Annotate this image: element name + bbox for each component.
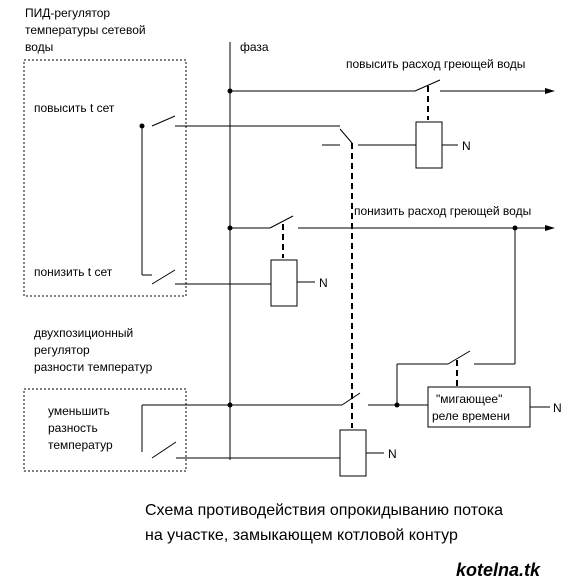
phase-label: фаза <box>240 40 269 54</box>
timer-relay-label-line2: реле времени <box>432 409 510 423</box>
lower-flow-relay-coil <box>270 259 298 307</box>
raise-t-label: повысить t сет <box>34 101 115 115</box>
site-label: kotelna.tk <box>456 560 541 580</box>
diff-relay-n-label: N <box>388 447 397 461</box>
timer-relay-box <box>427 386 531 428</box>
lower-flow-arrow <box>545 225 555 231</box>
pid-regulator-title-line3: воды <box>25 40 53 54</box>
caption-line2: на участке, замыкающем котловой контур <box>145 527 458 544</box>
timer-relay-label-line1: "мигающее" <box>436 392 502 406</box>
raise-relay-n-label: N <box>462 139 471 153</box>
raise-flow-arrow <box>545 88 555 94</box>
lower-flow-circuit <box>230 215 545 229</box>
pid-regulator-box <box>23 59 187 297</box>
timer-circuit <box>230 228 550 408</box>
changeover-contact <box>230 125 416 146</box>
twopos-contacts <box>141 404 340 459</box>
twopos-title-line1: двухпозиционный <box>34 326 133 340</box>
twopos-title-line3: разности температур <box>34 360 153 374</box>
twopos-title-line2: регулятор <box>34 343 90 357</box>
lower-flow-label: понизить расход греющей воды <box>354 204 531 218</box>
pid-contact-node <box>139 123 145 129</box>
raise-flow-relay-coil <box>415 121 443 169</box>
timer-node <box>394 402 400 408</box>
caption-line1: Схема противодействия опрокидыванию пото… <box>145 502 503 519</box>
raise-flow-circuit <box>230 79 545 92</box>
raise-flow-label: повысить расход греющей воды <box>346 57 525 71</box>
lower-relay-n-label: N <box>319 276 328 290</box>
twopos-regulator-box <box>23 388 187 472</box>
reduce-diff-label-line1: уменьшить <box>48 404 110 418</box>
timer-relay-n-label: N <box>553 401 562 415</box>
pid-regulator-title-line1: ПИД-регулятор <box>25 6 110 20</box>
pid-regulator-title-line2: температуры сетевой <box>25 23 146 37</box>
diff-relay-coil <box>339 429 367 477</box>
lower-t-label: понизить t сет <box>34 265 113 279</box>
pid-contacts <box>141 115 230 285</box>
reduce-diff-label-line3: температур <box>48 438 113 452</box>
reduce-diff-label-line2: разность <box>48 421 98 435</box>
